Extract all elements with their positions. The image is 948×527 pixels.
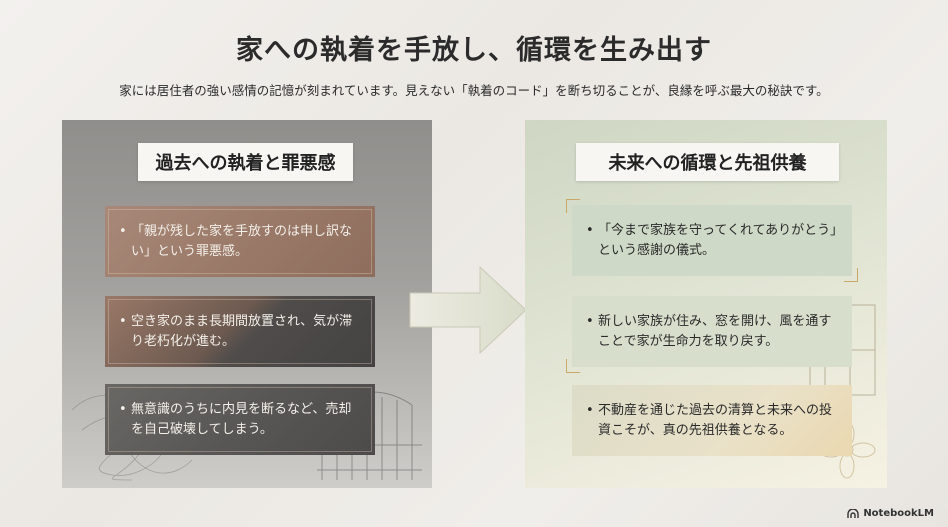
corner-ornament	[566, 359, 580, 373]
list-item-text: 空き家のまま長期間放置され、気が滞り老朽化が進む。	[131, 314, 353, 349]
list-item-text: 新しい家族が住み、窓を開け、風を通すことで家が生命力を取り戻す。	[598, 314, 832, 349]
list-item: • 「今まで家族を守ってくれてありがとう」という感謝の儀式。	[566, 199, 858, 282]
bullet: •	[119, 224, 127, 239]
notebooklm-icon	[847, 508, 860, 518]
corner-ornament	[566, 199, 580, 213]
list-item: • 無意識のうちに内見を断るなど、売却を自己破壊してしまう。	[105, 384, 375, 455]
past-attachment-panel: 過去への執着と罪悪感 • 「親が残した家を手放すのは申し訳ない」という罪悪感。 …	[62, 120, 432, 488]
page-subtitle: 家には居住者の強い感情の記憶が刻まれています。見えない「執着のコード」を断ち切る…	[119, 83, 829, 98]
page-title: 家への執着を手放し、循環を生み出す	[236, 35, 712, 66]
future-circulation-panel: 未来への循環と先祖供養 • 「今まで家族を守ってくれてありがとう」という感謝の儀…	[525, 120, 887, 488]
list-item: • 空き家のまま長期間放置され、気が滞り老朽化が進む。	[105, 296, 375, 367]
brand-logo: NotebookLM	[847, 508, 934, 519]
list-item-text: 「親が残した家を手放すのは申し訳ない」という罪悪感。	[131, 224, 353, 259]
list-item: • 「親が残した家を手放すのは申し訳ない」という罪悪感。	[105, 206, 375, 277]
bullet: •	[586, 403, 594, 418]
corner-ornament	[844, 268, 858, 282]
list-item: • 新しい家族が住み、窓を開け、風を通すことで家が生命力を取り戻す。	[566, 296, 852, 373]
panel-heading: 未来への循環と先祖供養	[576, 143, 839, 181]
bullet: •	[119, 314, 127, 329]
list-item-text: 不動産を通じた過去の清算と未来への投資こそが、真の先祖供養となる。	[598, 403, 833, 438]
brand-name: NotebookLM	[863, 508, 934, 519]
bullet: •	[119, 402, 127, 417]
list-item-text: 「今まで家族を守ってくれてありがとう」という感謝の儀式。	[598, 223, 837, 258]
panel-heading: 過去への執着と罪悪感	[138, 143, 353, 181]
flow-arrow-icon	[409, 265, 527, 355]
bullet: •	[586, 314, 594, 329]
list-item-text: 無意識のうちに内見を断るなど、売却を自己破壊してしまう。	[131, 402, 352, 437]
list-item: • 不動産を通じた過去の清算と未来への投資こそが、真の先祖供養となる。	[572, 385, 852, 456]
bullet: •	[586, 223, 594, 238]
